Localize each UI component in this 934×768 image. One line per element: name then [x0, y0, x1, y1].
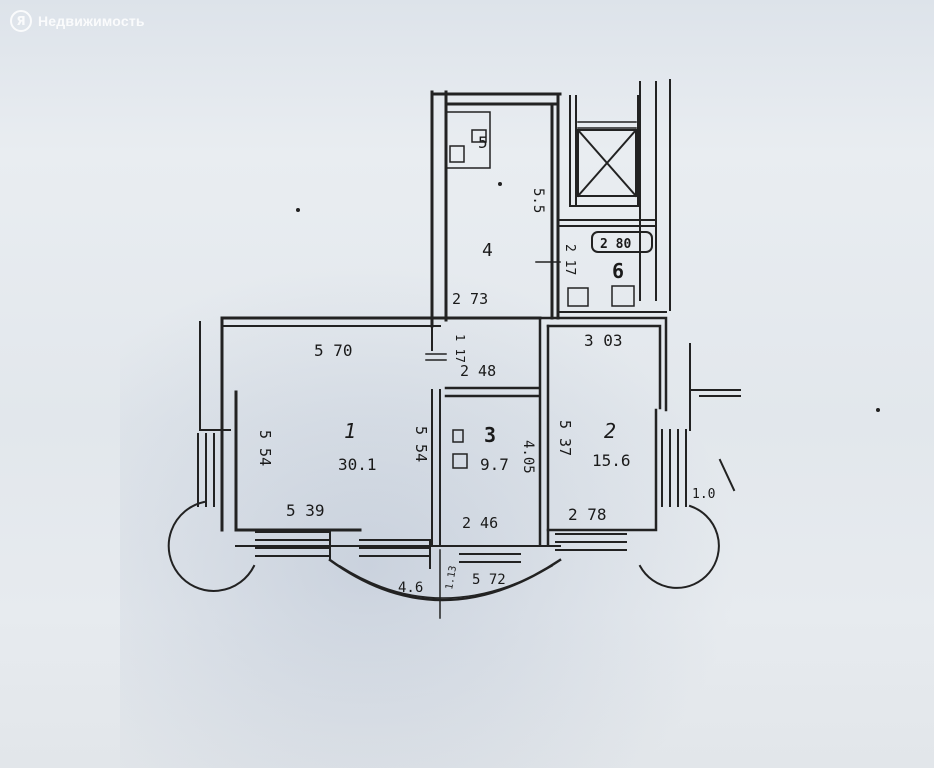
dim-room4-side: 5.5	[530, 188, 546, 213]
partition-1-3	[431, 325, 441, 546]
room2-area: 15.6	[592, 451, 631, 470]
dim-bathtub: 2 80	[600, 237, 631, 252]
shaft-top-lines	[577, 121, 637, 129]
left-round-bay	[167, 500, 256, 592]
dim-room3-bottom: 2 46	[462, 514, 498, 532]
dim-room2-bottom: 2 78	[568, 505, 607, 524]
dim-room3-top: 2 48	[460, 362, 496, 380]
elevator-cross	[576, 128, 638, 198]
dim-room2-top: 3 03	[584, 331, 623, 350]
room4-walls	[430, 90, 562, 328]
room3-number: 3	[484, 423, 496, 447]
dim-corridor-small: 1 17	[453, 334, 467, 363]
dim-room1-left: 5 54	[256, 430, 274, 466]
dim-loggia-right: 1.0	[692, 487, 715, 502]
left-bay	[197, 433, 223, 507]
dim-room1-top: 5 70	[314, 341, 353, 360]
dim-room1-right: 5 54	[412, 426, 430, 462]
right-loggia	[689, 343, 741, 492]
watermark-text: Недвижимость	[38, 13, 145, 29]
left-wall-stub	[199, 321, 231, 431]
room3-area: 9.7	[480, 455, 509, 474]
room2-walls	[538, 316, 668, 532]
room6-walls	[557, 219, 667, 313]
dim-room4-width: 2 73	[452, 290, 488, 308]
dim-room2-left: 5 37	[556, 420, 574, 456]
room1-number: 1	[344, 419, 356, 443]
plan-labels: 1 30.1 2 15.6 3 9.7 4 5 6 5 70 5 54 5 54…	[256, 133, 715, 596]
dim-balcony-side: 4.6	[398, 580, 423, 596]
room1-area: 30.1	[338, 455, 377, 474]
elevator-icon	[577, 129, 637, 197]
specks	[296, 182, 880, 412]
room3-walls	[444, 316, 550, 547]
dim-room1-bottom: 5 39	[286, 501, 325, 520]
wc-walls	[445, 111, 491, 169]
sink-icon	[471, 129, 487, 143]
right-round-bay	[638, 504, 720, 589]
watermark: Я Недвижимость	[10, 8, 145, 34]
dim-balcony-len: 5 72	[472, 572, 506, 588]
room2-number: 2	[604, 419, 616, 443]
balcony-curve-inner	[338, 564, 554, 599]
dim-room3-side: 4.05	[520, 440, 536, 474]
front-wall	[235, 529, 561, 569]
room4-number: 4	[482, 240, 493, 261]
kitchen-sink-icon	[452, 429, 464, 443]
dim-balcony-depth: 1.13	[444, 565, 459, 591]
dim-room6-side: 2 17	[562, 244, 577, 275]
corridor-ticks	[425, 261, 561, 361]
stove-icon	[452, 453, 468, 469]
room5-number: 5	[478, 133, 488, 152]
right-bay	[661, 429, 687, 507]
shaft-walls	[569, 79, 671, 311]
bath-toilet-icon	[611, 285, 635, 307]
room6-number: 6	[612, 259, 624, 283]
toilet-icon	[449, 145, 465, 163]
watermark-logo-icon: Я	[10, 10, 32, 32]
room1-walls	[220, 316, 542, 532]
bath-sink-icon	[567, 287, 589, 307]
bathtub-icon	[591, 231, 653, 253]
